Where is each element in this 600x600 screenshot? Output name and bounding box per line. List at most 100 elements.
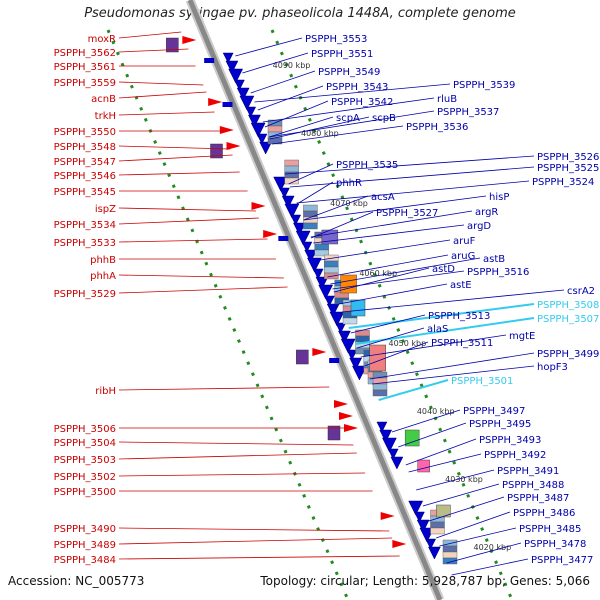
right-gene-label: PSPPH_3492: [484, 450, 546, 461]
right-gene-label: hopF3: [537, 362, 568, 373]
forward-gene-arrow: [392, 540, 407, 548]
gene-block: [372, 389, 388, 397]
gene-block: [303, 204, 318, 212]
right-leader-line: [264, 100, 329, 128]
reverse-gene-marker: [278, 236, 289, 241]
gene-block: [303, 210, 318, 218]
reverse-gene-arrow: [284, 203, 300, 219]
right-leader-line: [422, 483, 500, 507]
left-gene-label: phhA: [90, 271, 116, 282]
reverse-gene-arrow: [335, 322, 347, 334]
left-gene-label: PSPPH_3506: [54, 424, 116, 435]
right-leader-line: [330, 257, 481, 285]
kbp-tick-label: 4020 kbp: [474, 543, 512, 552]
reverse-gene-marker: [329, 358, 340, 363]
reverse-gene-arrow: [245, 106, 257, 118]
right-gene-label: PSPPH_3525: [537, 163, 599, 174]
kbp-tick-label: 4060 kbp: [359, 269, 397, 278]
right-gene-label: argR: [475, 207, 498, 218]
feature-box: [350, 299, 366, 317]
reverse-gene-arrow: [387, 448, 399, 460]
left-gene-label: PSPPH_3548: [54, 142, 116, 153]
forward-gene-arrow: [339, 412, 353, 420]
right-leader-line: [338, 283, 448, 305]
forward-gene-box: [166, 37, 179, 53]
accession-text: Accession: NC_005773: [8, 574, 145, 588]
left-leader-line: [118, 472, 366, 477]
left-gene-label: PSPPH_3489: [54, 540, 116, 551]
reverse-gene-arrow: [236, 87, 250, 101]
right-gene-label: PSPPH_3507: [537, 314, 599, 325]
right-leader-line: [313, 224, 465, 244]
left-gene-label: PSPPH_3545: [54, 187, 116, 198]
right-gene-label: PSPPH_3499: [537, 349, 599, 360]
right-gene-label: phhR: [336, 178, 362, 189]
gene-block: [442, 539, 458, 547]
forward-gene-arrow: [226, 142, 241, 150]
forward-gene-arrow: [182, 36, 197, 44]
reverse-gene-arrow: [281, 195, 295, 209]
right-leader-line: [348, 303, 535, 329]
right-leader-line: [416, 469, 495, 491]
right-gene-label: PSPPH_3553: [305, 34, 367, 45]
right-leader-line: [303, 195, 487, 221]
right-gene-label: PSPPH_3527: [376, 208, 438, 219]
left-leader-line: [118, 145, 231, 150]
reverse-gene-arrow: [301, 241, 313, 253]
right-gene-label: PSPPH_3478: [524, 539, 586, 550]
right-gene-label: PSPPH_3542: [331, 97, 393, 108]
reverse-gene-arrow: [326, 303, 340, 317]
right-gene-label: PSPPH_3535: [336, 160, 398, 171]
right-leader-line: [269, 116, 370, 140]
reverse-gene-arrow: [304, 249, 318, 263]
reverse-gene-arrow: [379, 429, 393, 443]
right-leader-line: [257, 85, 324, 111]
left-gene-label: ribH: [95, 386, 116, 397]
right-gene-label: PSPPH_3497: [463, 406, 525, 417]
reverse-gene-arrow: [408, 500, 424, 516]
right-gene-label: PSPPH_3477: [531, 555, 593, 566]
gene-block: [355, 329, 370, 337]
right-leader-line: [360, 334, 507, 358]
gene-block: [355, 335, 370, 343]
right-leader-line: [254, 83, 451, 103]
right-gene-label: PSPPH_3524: [532, 177, 594, 188]
right-leader-line: [350, 314, 426, 334]
right-gene-label: hisP: [489, 192, 509, 203]
reverse-gene-arrow: [382, 437, 397, 453]
left-gene-label: ispZ: [95, 204, 116, 215]
left-leader-line: [118, 31, 182, 39]
left-gene-label: PSPPH_3502: [54, 472, 116, 483]
reverse-gene-arrow: [318, 284, 334, 300]
right-gene-label: PSPPH_3537: [437, 107, 499, 118]
reverse-gene-arrow: [346, 349, 358, 361]
right-gene-label: PSPPH_3493: [479, 435, 541, 446]
right-gene-label: acsA: [371, 192, 395, 203]
gene-block: [430, 527, 445, 535]
right-gene-label: PSPPH_3536: [406, 122, 468, 133]
reverse-gene-arrow: [256, 133, 268, 145]
right-leader-line: [296, 180, 530, 204]
reverse-gene-marker: [204, 58, 215, 63]
forward-gene-box: [327, 425, 341, 441]
reverse-gene-arrow: [416, 519, 430, 533]
gene-block: [284, 165, 299, 173]
left-leader-line: [118, 452, 357, 460]
reverse-gene-arrow: [329, 311, 345, 327]
gene-block: [342, 317, 358, 325]
reverse-gene-arrow: [324, 295, 335, 307]
left-gene-label: PSPPH_3500: [54, 487, 116, 498]
gene-block: [324, 260, 339, 268]
right-gene-label: astB: [483, 254, 505, 265]
left-gene-label: PSPPH_3529: [54, 289, 116, 300]
forward-gene-arrow: [251, 202, 266, 210]
left-leader-line: [118, 81, 204, 86]
right-gene-label: PSPPH_3539: [453, 80, 515, 91]
kbp-tick-label: 4050 kbp: [389, 339, 427, 348]
left-gene-label: PSPPH_3490: [54, 524, 116, 535]
reverse-gene-arrow: [428, 546, 441, 560]
gene-block: [324, 266, 339, 274]
feature-box: [404, 429, 420, 447]
feature-box: [340, 274, 357, 294]
